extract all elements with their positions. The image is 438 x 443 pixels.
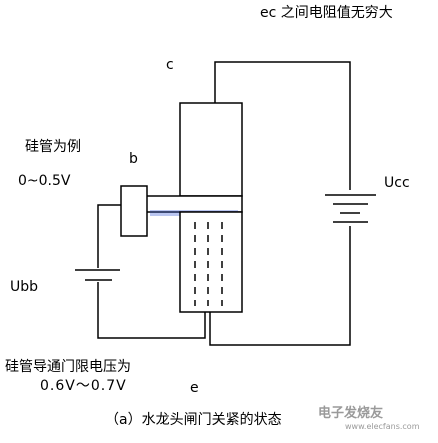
range-label: 0~0.5V (18, 173, 71, 189)
base-label: b (129, 151, 138, 167)
wire-base (97, 204, 121, 268)
watermark-logo: 电子发烧友 (318, 402, 383, 421)
silicon-example-label: 硅管为例 (25, 139, 81, 155)
ec-infinite-label: ec 之间电阻值无穷大 (260, 5, 393, 21)
wire-ubb-return (97, 282, 206, 339)
emitter-label: e (190, 380, 199, 396)
threshold-label-1: 硅管导通门限电压为 (5, 359, 131, 375)
ucc-label: Ucc (384, 175, 410, 191)
collector-label: c (166, 57, 174, 73)
transistor-emitter-block (179, 211, 243, 313)
transistor-base-strip (145, 195, 243, 213)
wire-ucc-return (209, 226, 351, 346)
ubb-label: Ubb (10, 279, 39, 295)
watermark-text: 电子发烧友 (318, 406, 384, 421)
caption: （a）水龙头闸门关紧的状态 (105, 412, 282, 428)
transistor-collector-block (179, 102, 243, 197)
wire-collector (214, 61, 351, 190)
watermark-url: www.elecfans.com (345, 422, 420, 431)
valve-block-b (120, 185, 148, 237)
threshold-label-2: 0.6V～0.7V (40, 378, 127, 394)
